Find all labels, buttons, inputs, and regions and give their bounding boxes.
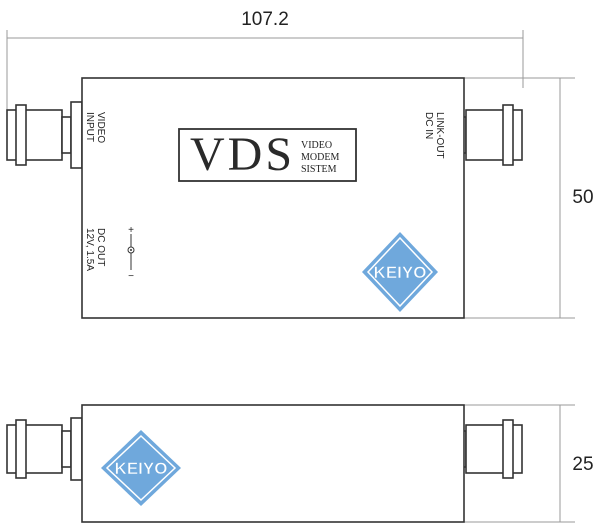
video-input-label: VIDEO INPUT [84,112,106,143]
model-label-box: VDS VIDEO MODEM SISTEM [178,128,357,182]
bnc-connector-left-top [6,101,83,169]
keiyo-logo-side: KEIYO [101,430,181,506]
height-dimension-label: 50 [572,187,593,208]
svg-text:VIDEO: VIDEO [95,112,106,143]
svg-text:KEIYO: KEIYO [374,263,427,282]
bnc-connector-left-side [6,417,83,481]
subtitle-line-2: MODEM [301,152,339,163]
height-dimension: 50 [463,77,594,319]
depth-dimension: 25 [463,404,594,523]
depth-dimension-label: 25 [572,454,593,475]
width-dimension: 107.2 [6,9,524,118]
link-out-label: LINK-OUT DC IN [423,112,445,159]
subtitle-line-1: VIDEO [301,140,332,151]
svg-text:DC IN: DC IN [423,112,434,139]
model-name: VDS [190,128,295,181]
svg-text:KEIYO: KEIYO [115,459,168,478]
dc-polarity-icon: + − [127,225,135,282]
svg-text:DC OUT: DC OUT [95,228,106,266]
keiyo-logo-top: KEIYO [362,232,438,312]
svg-text:−: − [128,271,134,282]
width-dimension-label: 107.2 [241,9,289,30]
subtitle-line-3: SISTEM [301,164,337,175]
svg-text:12V, 1.5A: 12V, 1.5A [84,228,95,271]
svg-text:INPUT: INPUT [84,112,95,142]
svg-text:+: + [128,225,134,236]
dc-out-label: DC OUT 12V, 1.5A [84,228,106,271]
svg-text:LINK-OUT: LINK-OUT [434,112,445,159]
